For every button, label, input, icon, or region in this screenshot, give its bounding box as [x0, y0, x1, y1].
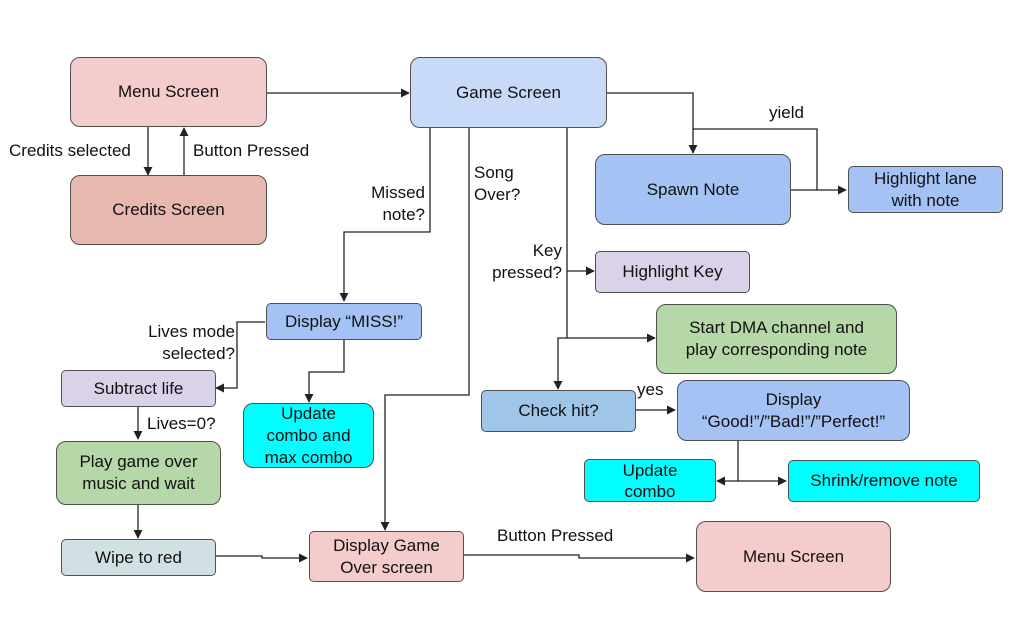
edge-game-to-highlight-key [566, 128, 595, 276]
label-song-over: Song Over? [474, 163, 521, 204]
label-button-pressed-bottom: Button Pressed [497, 526, 614, 545]
label-yes: yes [637, 380, 664, 399]
display-miss-node: Display “MISS!” [266, 303, 422, 340]
menu-screen-final-node: Menu Screen [696, 521, 891, 592]
edge-yield-loop [693, 128, 818, 190]
update-combo-max-node: Update combo and max combo [243, 403, 374, 468]
edge-game-to-spawn [606, 92, 698, 154]
label-button-pressed-top: Button Pressed [193, 141, 310, 160]
subtract-life-node: Subtract life [61, 370, 216, 407]
display-game-over-node: Display Game Over screen [309, 531, 464, 582]
edge-game-to-miss [339, 128, 431, 302]
menu-screen-node: Menu Screen [70, 57, 267, 127]
play-game-over-music-node: Play game over music and wait [56, 441, 221, 505]
check-hit-node: Check hit? [481, 390, 636, 432]
edge-game-to-game-over [380, 128, 470, 531]
edge-game-over-to-menu [463, 553, 695, 563]
edge-miss-to-update-combo-max [304, 340, 345, 403]
shrink-remove-note-node: Shrink/remove note [788, 460, 980, 502]
highlight-lane-node: Highlight lane with note [848, 166, 1003, 213]
label-key-pressed: Key pressed? [492, 241, 562, 282]
update-combo-node: Update combo [584, 459, 716, 502]
edge-wipe-to-game-over [215, 553, 308, 563]
label-lives-mode-selected: Lives mode selected? [148, 322, 235, 363]
game-screen-node: Game Screen [410, 57, 607, 128]
wipe-to-red-node: Wipe to red [61, 539, 216, 576]
label-yield: yield [769, 103, 804, 122]
edge-to-check-hit [553, 337, 567, 390]
start-dma-node: Start DMA channel and play corresponding… [656, 304, 897, 374]
label-lives-zero: Lives=0? [147, 414, 216, 433]
label-missed-note: Missed note? [371, 183, 425, 224]
spawn-note-node: Spawn Note [595, 154, 791, 225]
edge-miss-to-subtract [215, 321, 265, 393]
label-credits-selected: Credits selected [9, 141, 131, 160]
credits-screen-node: Credits Screen [70, 175, 267, 245]
highlight-key-node: Highlight Key [595, 251, 750, 293]
display-rating-node: Display “Good!”/”Bad!”/”Perfect!” [677, 380, 910, 441]
